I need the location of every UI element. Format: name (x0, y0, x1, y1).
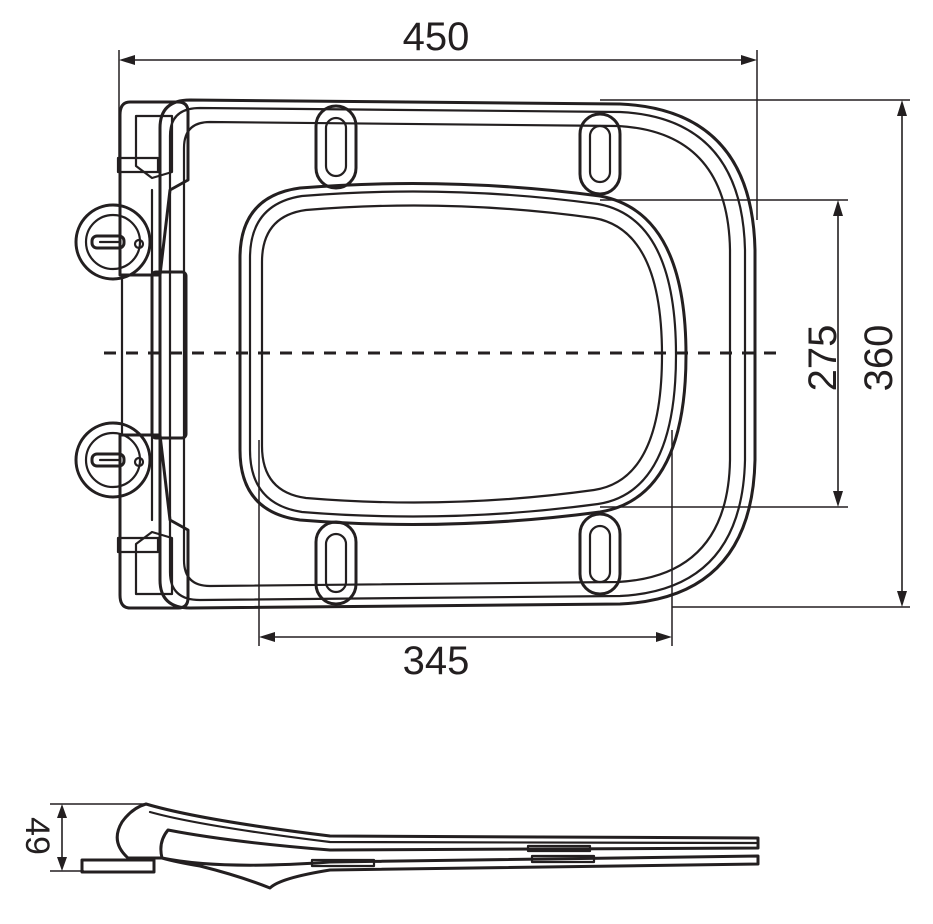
side-profile (80, 802, 760, 890)
dimension-450: 450 (118, 15, 758, 220)
dimension-345-label: 345 (403, 639, 470, 683)
dimension-275: 275 (600, 199, 848, 508)
seat-outline (158, 98, 757, 610)
dimension-345: 345 (258, 430, 673, 683)
bumper-bottom-left (314, 520, 358, 606)
top-view (74, 98, 780, 610)
dimension-450-label: 450 (403, 15, 470, 59)
dimension-360: 360 (600, 99, 910, 608)
bumper-top-right (578, 112, 622, 196)
dimension-360-label: 360 (857, 325, 901, 392)
dimension-49: 49 (18, 803, 148, 872)
bumper-top-left (314, 104, 358, 190)
bumper-bottom-right (578, 512, 622, 596)
seat-opening (238, 182, 688, 526)
bumpers (314, 104, 622, 606)
dimension-49-label: 49 (18, 817, 56, 855)
profile-base-plate (80, 858, 156, 874)
dimension-275-label: 275 (801, 325, 845, 392)
hinge-knob-top (74, 203, 152, 281)
hinge-knob-bottom (74, 421, 152, 499)
